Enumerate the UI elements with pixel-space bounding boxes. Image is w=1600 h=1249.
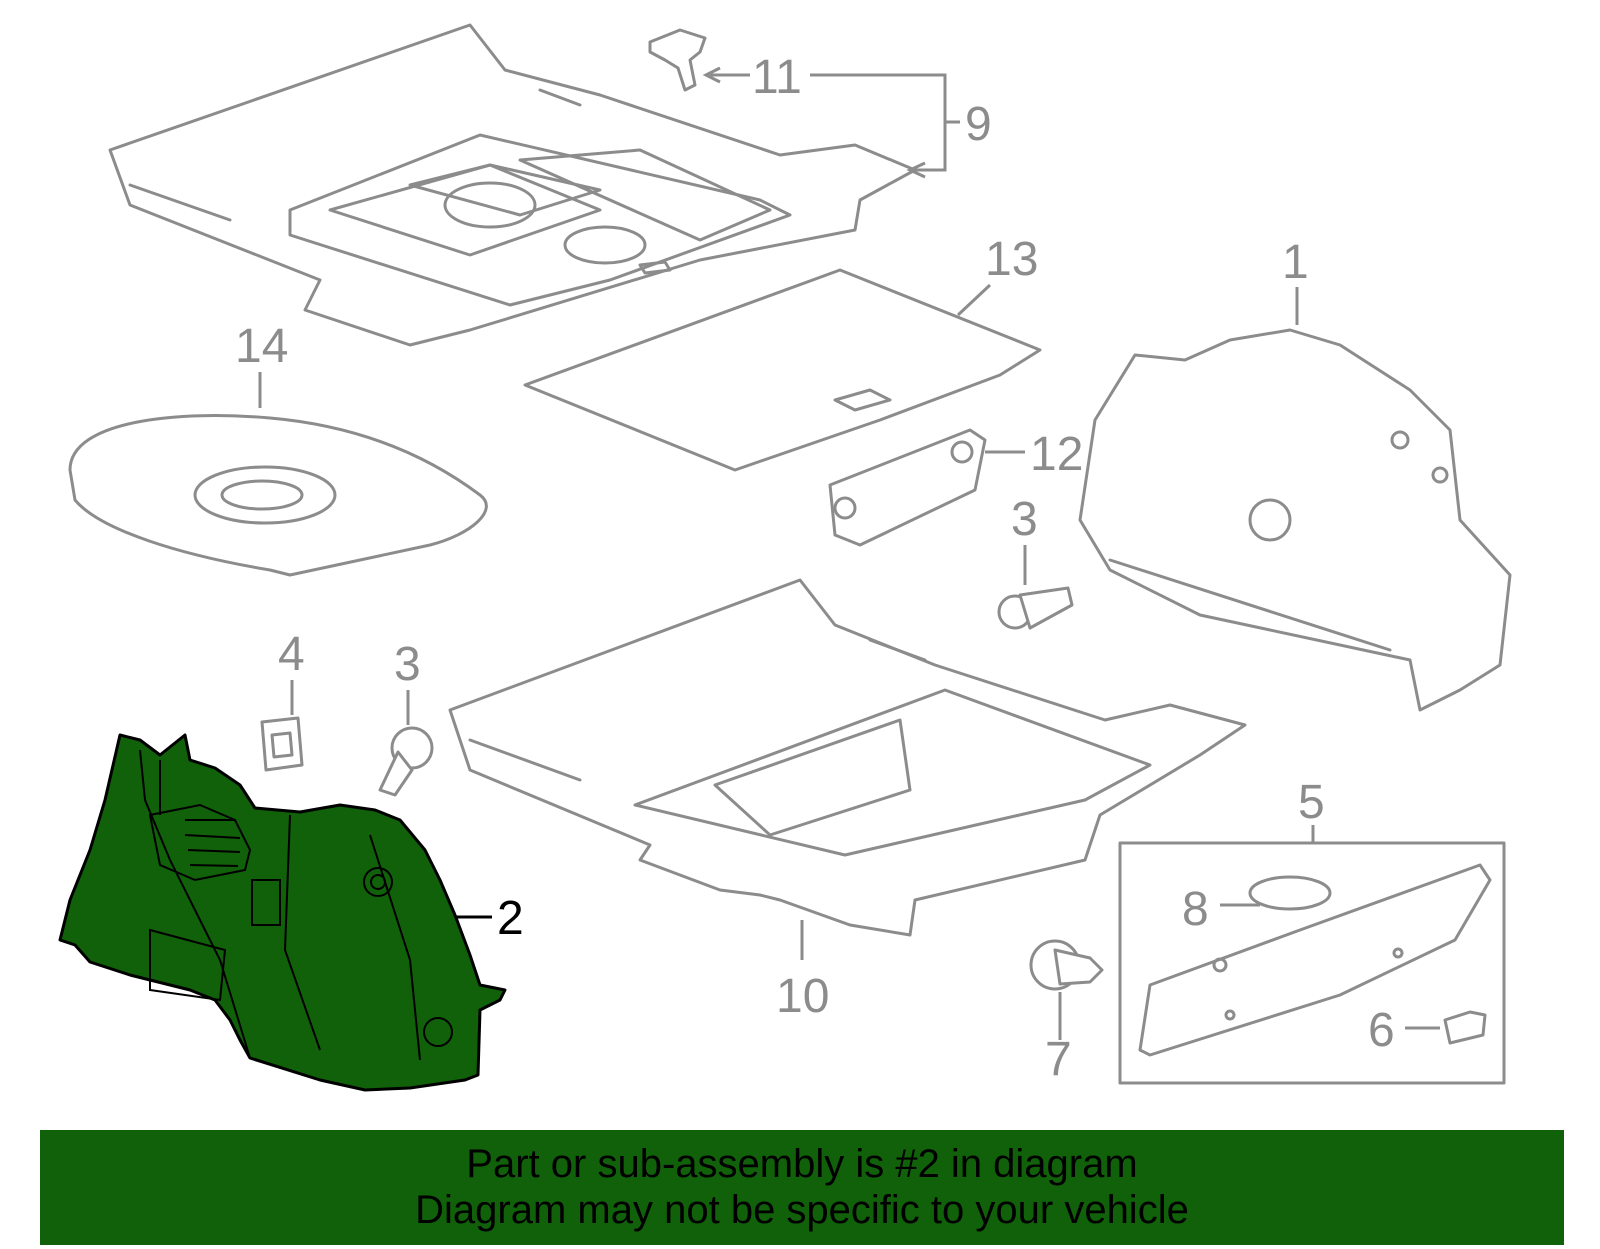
callout-1: 1 <box>1282 236 1309 289</box>
part-2-quarter-trim[interactable] <box>58 733 507 1092</box>
callout-3-lower: 3 <box>394 638 421 691</box>
part-3-pushpin-right[interactable] <box>997 586 1074 630</box>
part-4-clip[interactable] <box>260 716 304 772</box>
part-14-spare-cover[interactable] <box>68 414 488 577</box>
banner-line-part: Part or sub-assembly is #2 in diagram <box>466 1142 1138 1186</box>
callout-5: 5 <box>1298 776 1325 829</box>
part-1-side-trim[interactable] <box>1078 328 1512 712</box>
callout-3-upper: 3 <box>1011 493 1038 546</box>
callout-7: 7 <box>1045 1033 1072 1086</box>
callout-14: 14 <box>235 320 288 373</box>
banner-line-disclaimer: Diagram may not be specific to your vehi… <box>415 1188 1189 1232</box>
callout-2: 2 <box>497 892 524 945</box>
callout-10: 10 <box>776 970 829 1023</box>
callout-12: 12 <box>1030 428 1083 481</box>
parts-diagram: 1 2 3 3 4 5 6 7 8 9 10 11 12 13 14 <box>58 23 1512 1092</box>
part-5-assembly-box[interactable] <box>1118 841 1506 1085</box>
part-9-floor-panel[interactable] <box>108 23 917 347</box>
callout-13: 13 <box>985 233 1038 286</box>
callout-11: 11 <box>752 51 802 104</box>
part-12-bracket[interactable] <box>828 428 987 547</box>
callout-9: 9 <box>965 98 992 151</box>
part-13-panel[interactable] <box>523 268 1042 472</box>
callout-4: 4 <box>278 628 305 681</box>
callout-6: 6 <box>1368 1004 1395 1057</box>
callout-8: 8 <box>1182 883 1209 936</box>
part-11-clip[interactable] <box>648 28 707 92</box>
part-10-floor-tub[interactable] <box>448 578 1247 937</box>
disclaimer-banner: Part or sub-assembly is #2 in diagram Di… <box>40 1130 1564 1245</box>
part-3-pushpin-left[interactable] <box>378 726 434 797</box>
part-7-pushpin[interactable] <box>1029 939 1104 991</box>
